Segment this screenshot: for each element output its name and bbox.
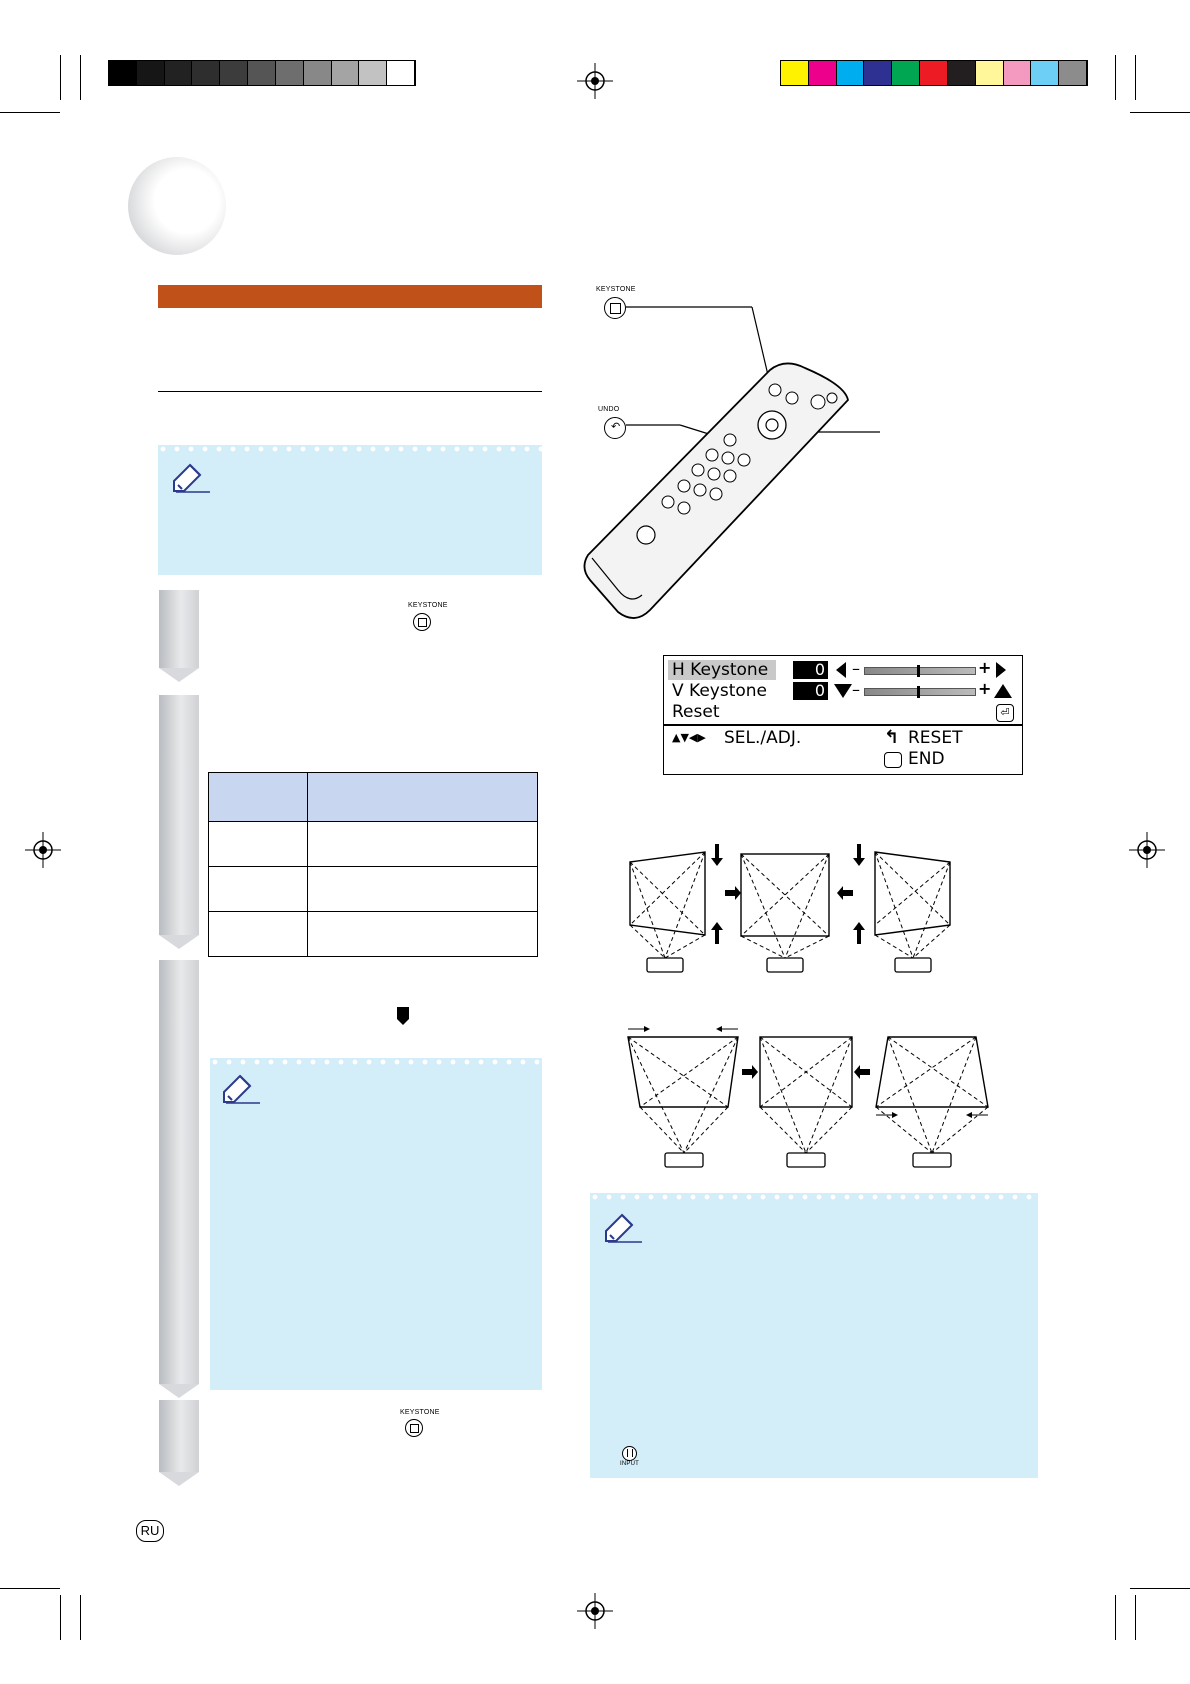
grayscale-swatch bbox=[303, 61, 332, 85]
v-keystone-diagram bbox=[627, 1026, 989, 1168]
osd-v-plus: + bbox=[978, 679, 992, 698]
note-box-step3 bbox=[210, 1058, 542, 1390]
chapter-circle bbox=[128, 157, 226, 255]
remote-keystone-label: KEYSTONE bbox=[596, 286, 636, 293]
registration-target-bottom bbox=[577, 1593, 613, 1629]
grayscale-swatch bbox=[248, 61, 276, 85]
pencil-note-icon bbox=[605, 1213, 642, 1243]
osd-v-minus: – bbox=[852, 680, 860, 699]
grayscale-swatch bbox=[192, 61, 221, 85]
grayscale-swatch bbox=[164, 61, 193, 85]
keystone-osd-menu: H Keystone 0 – + V Keystone 0 – + Reset … bbox=[663, 655, 1023, 775]
registration-target-left bbox=[25, 832, 61, 868]
osd-v-up-icon bbox=[994, 684, 1012, 698]
grayscale-swatch bbox=[109, 61, 137, 85]
remote-undo-label: UNDO bbox=[598, 406, 620, 413]
input-button-icon bbox=[622, 1446, 637, 1461]
color-swatch bbox=[892, 61, 921, 85]
color-swatch bbox=[836, 61, 865, 85]
osd-v-keystone-value: 0 bbox=[793, 682, 828, 700]
note-box-top bbox=[158, 445, 542, 575]
grayscale-swatch bbox=[387, 61, 415, 85]
color-swatch bbox=[975, 61, 1004, 85]
osd-end-hint: END bbox=[908, 749, 945, 769]
down-arrow-icon bbox=[397, 1007, 409, 1019]
table-row bbox=[208, 866, 538, 912]
step-2-tab bbox=[159, 695, 199, 949]
keystone-table bbox=[208, 772, 538, 957]
osd-sel-adj: SEL./ADJ. bbox=[724, 728, 802, 748]
osd-h-plus: + bbox=[978, 658, 992, 677]
section-rule bbox=[158, 391, 542, 392]
osd-reset-hint: RESET bbox=[908, 728, 963, 748]
table-row bbox=[208, 821, 538, 867]
osd-h-left-icon bbox=[836, 662, 846, 678]
osd-reset-label: Reset bbox=[672, 702, 720, 722]
osd-keystone-icon bbox=[884, 752, 902, 768]
osd-arrow-keys-icon: ▲▼◀▶ bbox=[672, 731, 706, 744]
osd-v-down-icon bbox=[834, 684, 852, 698]
color-bar bbox=[780, 60, 1088, 86]
step-4-keystone-button-icon bbox=[405, 1419, 423, 1437]
osd-h-minus: – bbox=[852, 659, 860, 678]
color-swatch bbox=[808, 61, 837, 85]
input-button-label: INPUT bbox=[620, 1461, 639, 1467]
color-swatch bbox=[1031, 61, 1060, 85]
step-4-tab bbox=[159, 1400, 199, 1486]
color-swatch bbox=[781, 61, 809, 85]
osd-h-slider bbox=[864, 665, 976, 677]
osd-h-right-icon bbox=[996, 662, 1006, 678]
table-header-row bbox=[208, 772, 538, 822]
step-1-keystone-button-icon bbox=[413, 613, 431, 631]
color-swatch bbox=[864, 61, 893, 85]
color-swatch bbox=[1059, 61, 1087, 85]
step-1-keystone-label: KEYSTONE bbox=[408, 602, 448, 609]
osd-h-keystone-label: H Keystone bbox=[672, 660, 769, 680]
grayscale-swatch bbox=[331, 61, 360, 85]
language-badge: RU bbox=[136, 1520, 164, 1542]
osd-divider bbox=[664, 724, 1022, 726]
step-3-tab bbox=[159, 960, 199, 1398]
step-1-tab bbox=[159, 590, 199, 682]
grayscale-swatch bbox=[136, 61, 165, 85]
remote-control-illustration bbox=[583, 306, 880, 619]
table-row bbox=[208, 911, 538, 957]
registration-target-right bbox=[1129, 832, 1165, 868]
color-swatch bbox=[947, 61, 976, 85]
color-swatch bbox=[920, 61, 948, 85]
down-arrow-tip bbox=[397, 1019, 409, 1025]
grayscale-swatch bbox=[359, 61, 388, 85]
grayscale-swatch bbox=[220, 61, 249, 85]
color-swatch bbox=[1003, 61, 1032, 85]
h-keystone-diagram bbox=[629, 844, 951, 973]
osd-h-keystone-value: 0 bbox=[793, 661, 828, 679]
remote-keystone-button-icon bbox=[604, 297, 626, 319]
remote-undo-button-icon: ↶ bbox=[604, 417, 626, 439]
grayscale-bar bbox=[108, 60, 416, 86]
pencil-note-icon bbox=[173, 463, 210, 493]
osd-reset-enter-icon: ⏎ bbox=[996, 704, 1014, 722]
grayscale-swatch bbox=[275, 61, 304, 85]
osd-v-keystone-label: V Keystone bbox=[672, 681, 768, 701]
osd-v-slider bbox=[864, 686, 976, 698]
osd-h-keystone-highlight bbox=[668, 660, 776, 680]
registration-target-top bbox=[577, 63, 613, 99]
section-header-bar bbox=[158, 285, 542, 308]
osd-undo-icon: ↰ bbox=[884, 727, 900, 748]
pencil-note-icon bbox=[223, 1074, 260, 1104]
step-4-keystone-label: KEYSTONE bbox=[400, 1409, 440, 1416]
note-box-bottom: INPUT bbox=[590, 1193, 1038, 1478]
